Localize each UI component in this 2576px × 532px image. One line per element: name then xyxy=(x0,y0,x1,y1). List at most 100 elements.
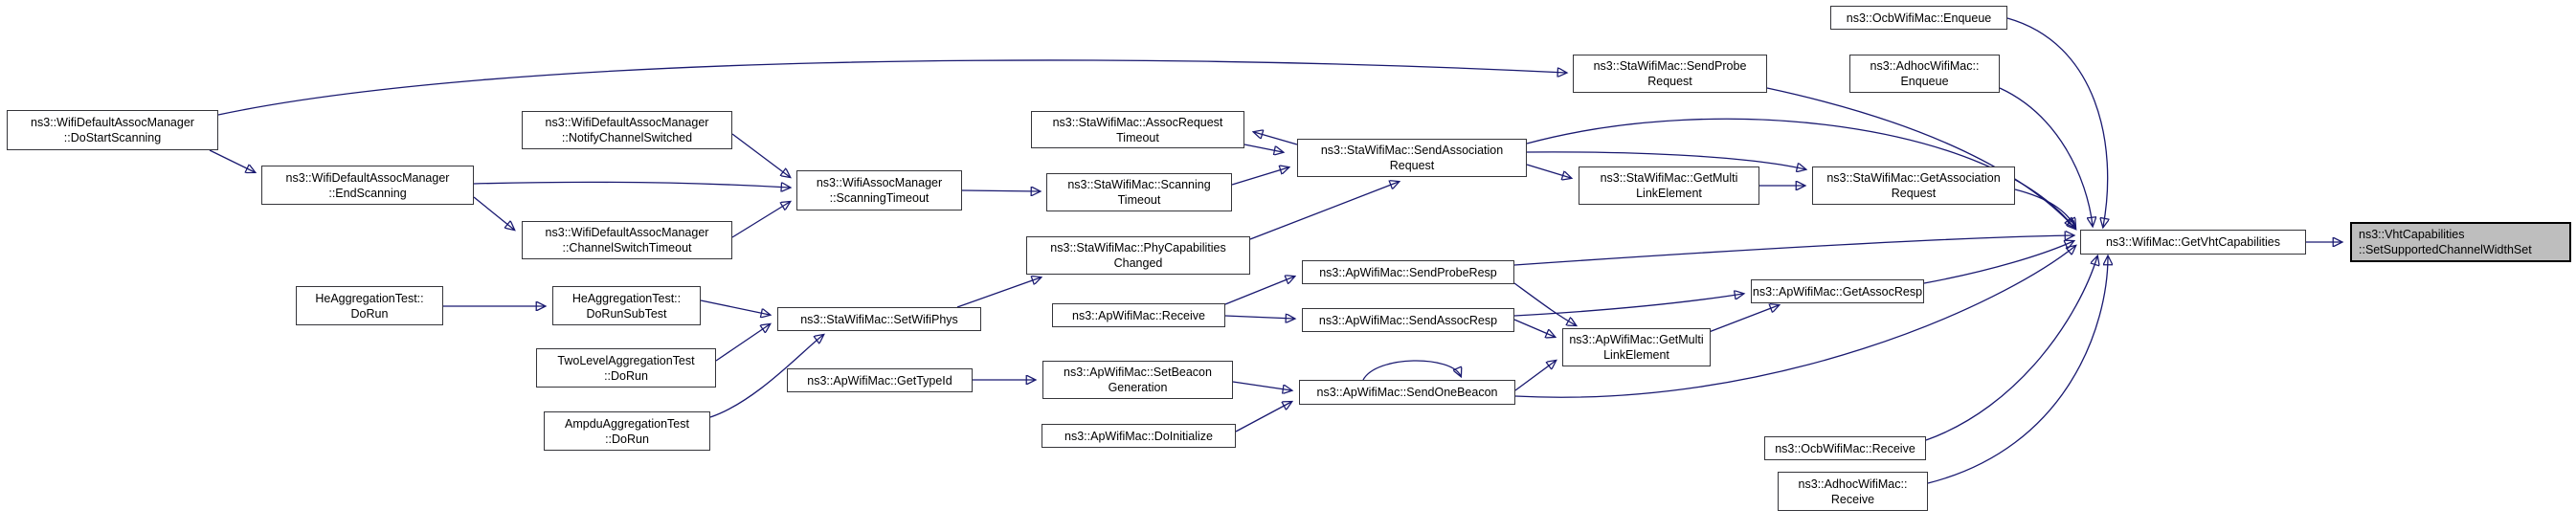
node-ap-get-assoc-resp[interactable]: ns3::ApWifiMac::GetAssocResp xyxy=(1751,279,1924,303)
edge-send-assoc-resp-to-ap-get-multi-link-element xyxy=(1513,319,1555,337)
node-label-line: Request xyxy=(1647,75,1692,88)
node-label-line: ns3::ApWifiMac::GetTypeId xyxy=(807,373,952,388)
node-end-scanning[interactable]: ns3::WifiDefaultAssocManager::EndScannin… xyxy=(261,166,474,205)
node-he-do-run[interactable]: HeAggregationTest::DoRun xyxy=(296,286,443,325)
node-label-line: ns3::ApWifiMac::GetMulti xyxy=(1569,333,1704,346)
node-label-line: AmpduAggregationTest xyxy=(565,416,689,431)
node-label-line: ns3::OcbWifiMac::Enqueue xyxy=(1846,11,1992,25)
node-label-line: Timeout xyxy=(1116,130,1159,144)
edge-ap-receive-to-send-probe-resp xyxy=(1224,277,1294,305)
edge-send-one-beacon-to-ap-get-multi-link-element xyxy=(1514,361,1556,391)
node-label-line: ns3::StaWifiMac::SendProbe xyxy=(1593,59,1747,73)
edge-send-probe-request-to-get-vht-capabilities xyxy=(1766,87,2075,229)
node-ap-receive[interactable]: ns3::ApWifiMac::Receive xyxy=(1052,303,1225,327)
edge-assoc-request-timeout-to-send-association-request xyxy=(1243,144,1283,152)
edge-get-association-request-to-get-vht-capabilities xyxy=(2014,188,2075,227)
edge-he-do-run-sub-test-to-set-wifi-phys xyxy=(700,299,770,315)
node-two-level-do-run[interactable]: TwoLevelAggregationTest::DoRun xyxy=(536,348,716,388)
edge-ocb-receive-to-get-vht-capabilities xyxy=(1925,256,2097,441)
edge-send-one-beacon-to-get-vht-capabilities xyxy=(1514,246,2075,398)
node-adhoc-enqueue[interactable]: ns3::AdhocWifiMac::Enqueue xyxy=(1849,55,2000,93)
node-label-line: TwoLevelAggregationTest xyxy=(557,353,695,367)
edge-send-association-request-to-assoc-request-timeout xyxy=(1254,132,1298,145)
node-label-line: HeAggregationTest:: xyxy=(571,291,682,305)
node-notify-channel-switched[interactable]: ns3::WifiDefaultAssocManager::NotifyChan… xyxy=(522,111,732,149)
edge-sta-scanning-timeout-to-send-association-request xyxy=(1231,167,1288,186)
node-label-line: Request xyxy=(1891,187,1937,200)
node-set-supported-channel-width-set[interactable]: ns3::VhtCapabilities::SetSupportedChanne… xyxy=(2350,222,2571,262)
node-ocb-receive[interactable]: ns3::OcbWifiMac::Receive xyxy=(1764,436,1926,460)
edge-send-one-beacon-to-send-one-beacon xyxy=(1362,360,1461,381)
node-ampdu-do-run[interactable]: AmpduAggregationTest::DoRun xyxy=(544,411,710,451)
node-label-line: ::DoRun xyxy=(605,432,649,446)
node-label-line: ns3::ApWifiMac::SendProbeResp xyxy=(1319,265,1497,279)
node-do-start-scanning[interactable]: ns3::WifiDefaultAssocManager::DoStartSca… xyxy=(7,110,218,150)
edge-two-level-do-run-to-set-wifi-phys xyxy=(715,324,770,362)
node-label-line: ::NotifyChannelSwitched xyxy=(561,131,693,144)
node-send-one-beacon[interactable]: ns3::ApWifiMac::SendOneBeacon xyxy=(1299,380,1515,405)
node-label-line: ns3::WifiMac::GetVhtCapabilities xyxy=(2105,235,2280,249)
edge-ap-receive-to-send-assoc-resp xyxy=(1224,316,1294,319)
node-ap-get-type-id[interactable]: ns3::ApWifiMac::GetTypeId xyxy=(787,368,973,392)
edge-notify-channel-switched-to-wam-scanning-timeout xyxy=(731,133,790,177)
node-label-line: Generation xyxy=(1108,381,1168,394)
node-label-line: ns3::StaWifiMac::AssocRequest xyxy=(1052,115,1223,129)
node-ocb-enqueue[interactable]: ns3::OcbWifiMac::Enqueue xyxy=(1830,6,2007,30)
node-label-line: ns3::AdhocWifiMac:: xyxy=(1798,477,1908,491)
edge-send-association-request-to-get-association-request xyxy=(1526,151,1805,169)
edge-do-start-scanning-to-end-scanning xyxy=(209,149,255,172)
node-label-line: ns3::ApWifiMac::GetAssocResp xyxy=(1752,284,1923,299)
node-label-line: ns3::ApWifiMac::Receive xyxy=(1072,308,1205,322)
node-adhoc-receive[interactable]: ns3::AdhocWifiMac::Receive xyxy=(1778,472,1928,511)
node-set-wifi-phys[interactable]: ns3::StaWifiMac::SetWifiPhys xyxy=(777,307,981,331)
node-label-line: ns3::StaWifiMac::GetAssociation xyxy=(1826,171,2001,185)
edge-adhoc-enqueue-to-get-vht-capabilities xyxy=(1999,87,2093,226)
node-label-line: ::SetSupportedChannelWidthSet xyxy=(2359,243,2532,256)
node-label-line: ns3::StaWifiMac::PhyCapabilities xyxy=(1050,241,1226,255)
node-get-vht-capabilities[interactable]: ns3::WifiMac::GetVhtCapabilities xyxy=(2080,230,2306,255)
edge-send-association-request-to-sta-get-multi-link-element xyxy=(1526,164,1571,178)
node-label-line: ns3::StaWifiMac::Scanning xyxy=(1067,178,1211,191)
node-label-line: ns3::WifiDefaultAssocManager xyxy=(545,226,709,239)
node-label-line: ns3::ApWifiMac::SendAssocResp xyxy=(1318,313,1498,327)
node-label-line: ns3::StaWifiMac::SetWifiPhys xyxy=(800,312,958,326)
node-channel-switch-timeout[interactable]: ns3::WifiDefaultAssocManager::ChannelSwi… xyxy=(522,221,732,259)
edge-wam-scanning-timeout-to-sta-scanning-timeout xyxy=(961,190,1040,191)
node-label-line: ::DoRun xyxy=(604,368,648,383)
edge-set-beacon-generation-to-send-one-beacon xyxy=(1232,381,1291,390)
node-label-line: Changed xyxy=(1113,256,1163,270)
edge-do-start-scanning-to-send-probe-request xyxy=(217,59,1566,116)
edge-channel-switch-timeout-to-wam-scanning-timeout xyxy=(731,202,790,238)
node-label-line: ns3::AdhocWifiMac:: xyxy=(1870,59,1980,73)
node-ap-do-initialize[interactable]: ns3::ApWifiMac::DoInitialize xyxy=(1042,424,1236,448)
node-send-probe-resp[interactable]: ns3::ApWifiMac::SendProbeResp xyxy=(1302,260,1514,284)
node-label-line: ns3::OcbWifiMac::Receive xyxy=(1775,441,1915,455)
node-wam-scanning-timeout[interactable]: ns3::WifiAssocManager::ScanningTimeout xyxy=(796,170,962,211)
node-label-line: ::ChannelSwitchTimeout xyxy=(562,241,692,255)
node-label-line: LinkElement xyxy=(1603,348,1669,362)
node-label-line: ns3::WifiDefaultAssocManager xyxy=(285,170,450,185)
node-send-assoc-resp[interactable]: ns3::ApWifiMac::SendAssocResp xyxy=(1302,308,1514,332)
edge-ap-do-initialize-to-send-one-beacon xyxy=(1235,402,1291,432)
node-label-line: ns3::WifiAssocManager xyxy=(816,176,943,189)
node-label-line: ns3::ApWifiMac::SendOneBeacon xyxy=(1316,386,1498,399)
edge-adhoc-receive-to-get-vht-capabilities xyxy=(1927,256,2108,484)
node-label-line: ::EndScanning xyxy=(328,186,407,200)
node-label-line: ::DoStartScanning xyxy=(63,131,162,144)
node-label-line: ns3::ApWifiMac::SetBeacon xyxy=(1064,366,1212,379)
edge-phy-capabilities-changed-to-send-association-request xyxy=(1249,182,1399,240)
node-he-do-run-sub-test[interactable]: HeAggregationTest::DoRunSubTest xyxy=(552,286,701,325)
node-label-line: Request xyxy=(1389,159,1435,172)
edge-group xyxy=(209,17,2341,484)
edge-end-scanning-to-wam-scanning-timeout xyxy=(473,181,790,188)
